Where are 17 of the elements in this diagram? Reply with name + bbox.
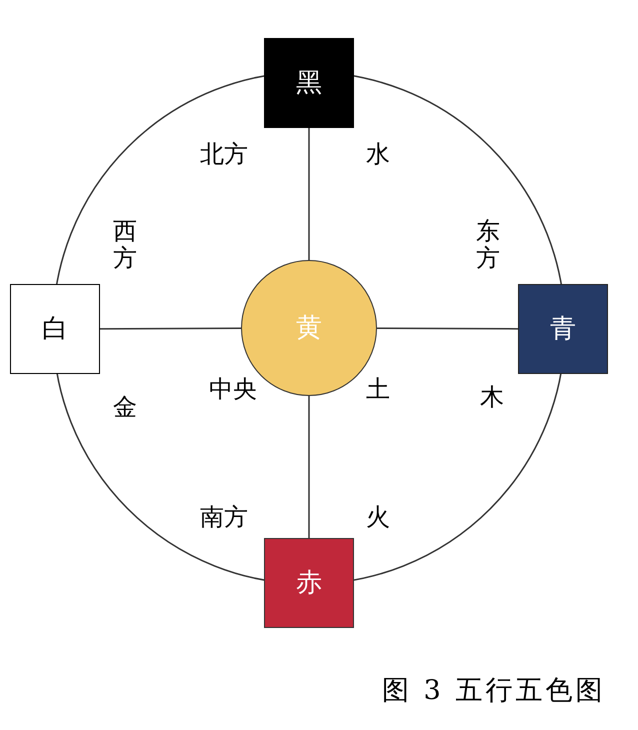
connector-line <box>308 128 310 260</box>
element-label: 木 <box>480 384 504 412</box>
color-box: 青 <box>518 284 608 374</box>
figure-caption: 图 3 五行五色图 <box>382 674 606 708</box>
element-label: 火 <box>366 504 390 532</box>
direction-label: 东方 <box>476 218 501 273</box>
color-box: 白 <box>10 284 100 374</box>
element-label: 北方 <box>200 141 248 169</box>
connector-line <box>377 328 518 330</box>
element-label: 水 <box>366 141 390 169</box>
connector-line <box>100 328 241 330</box>
connector-line <box>308 396 310 538</box>
color-box: 黑 <box>264 38 354 128</box>
color-box: 赤 <box>264 538 354 628</box>
element-label: 南方 <box>200 504 248 532</box>
element-label: 金 <box>113 394 137 422</box>
direction-label: 西方 <box>112 218 138 273</box>
